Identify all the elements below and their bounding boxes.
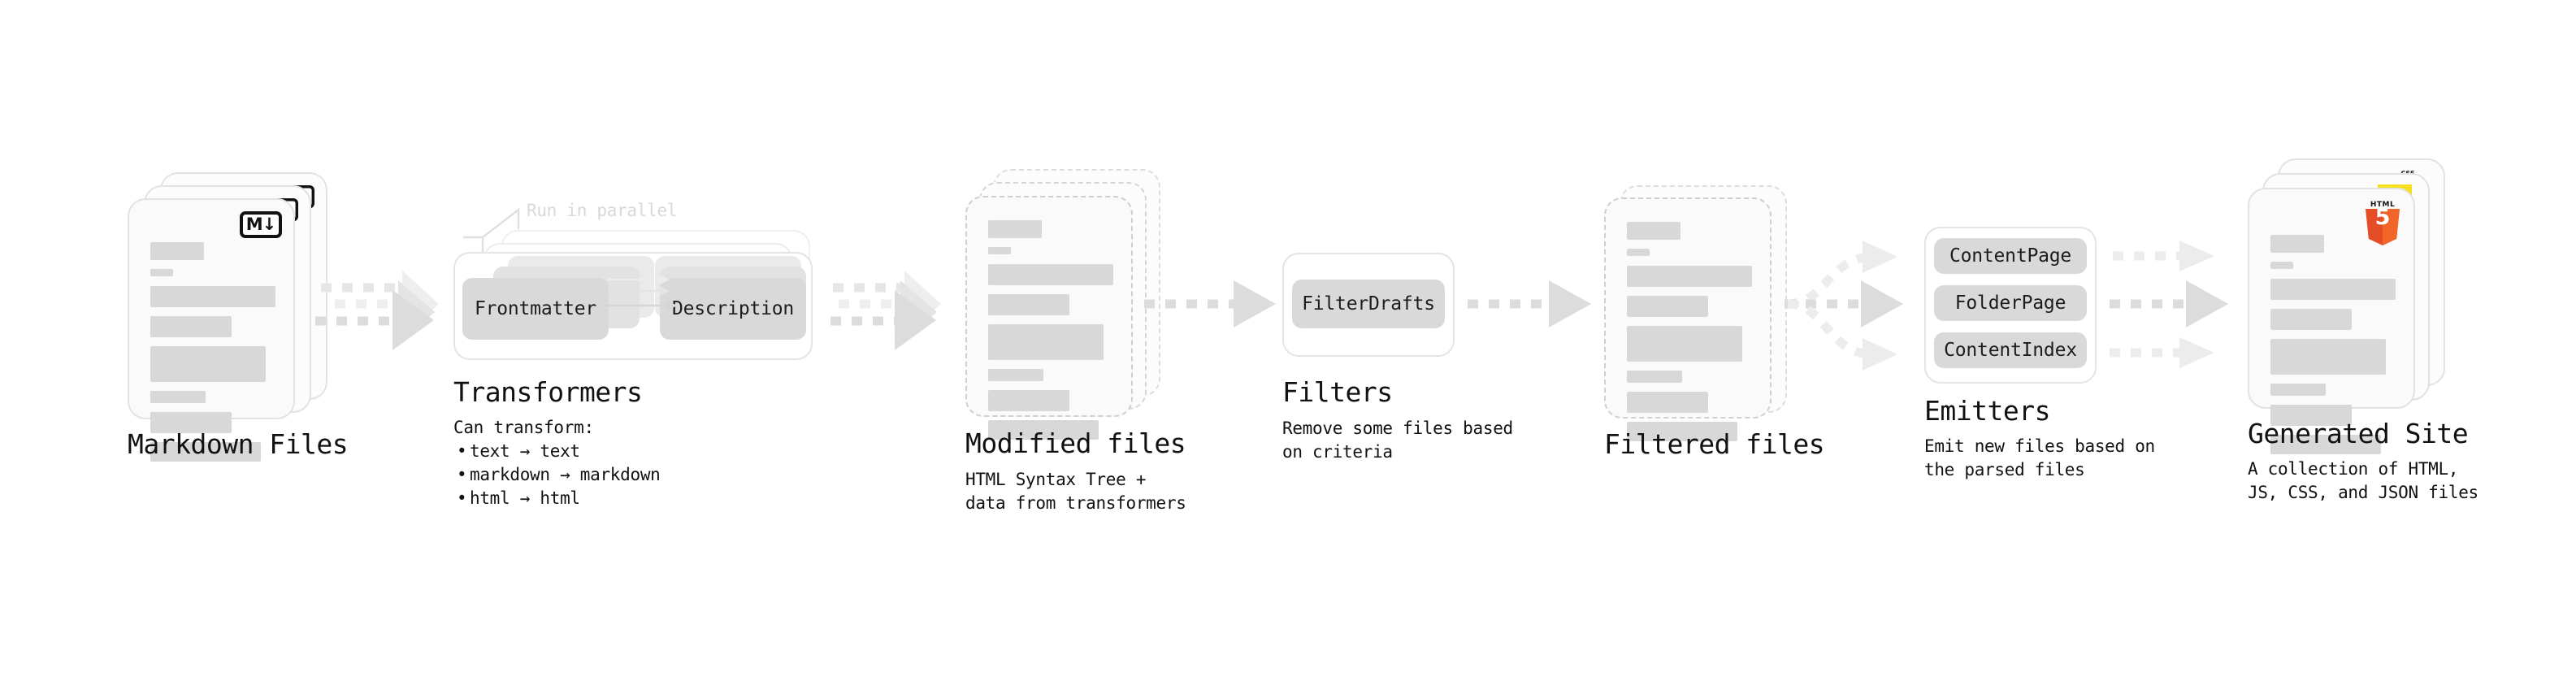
- filtered-card-front[interactable]: [1604, 197, 1772, 441]
- filters-pill-filterdrafts[interactable]: FilterDrafts: [1292, 280, 1445, 328]
- filters-subtitle: Remove some files based on criteria: [1282, 417, 1559, 464]
- stage-title-filtered-files: Filtered files: [1604, 428, 1825, 460]
- transformer-pill-frontmatter[interactable]: Frontmatter: [462, 278, 609, 340]
- markdown-card-front[interactable]: M↓: [128, 198, 295, 462]
- run-in-parallel-label: Run in parallel: [527, 201, 678, 220]
- html5-icon-shield: [2366, 209, 2400, 245]
- transformers-subtitle-heading: Can transform:: [453, 418, 594, 437]
- subtitle-line: HTML Syntax Tree +: [965, 470, 1147, 489]
- transformer-pill-description[interactable]: Description: [660, 278, 806, 340]
- stage-title-markdown-files: Markdown Files: [128, 428, 349, 460]
- site-card-front[interactable]: HTML 5: [2248, 188, 2415, 454]
- list-item: html → html: [453, 487, 730, 510]
- subtitle-line: the parsed files: [1924, 460, 2085, 479]
- modified-files-subtitle: HTML Syntax Tree + data from transformer…: [965, 468, 1225, 515]
- skeleton-lines: [150, 242, 275, 471]
- skeleton-lines: [988, 220, 1113, 449]
- markdown-badge-icon: M↓: [240, 211, 282, 238]
- subtitle-line: on criteria: [1282, 442, 1393, 462]
- subtitle-line: data from transformers: [965, 493, 1186, 513]
- stage-title-modified-files: Modified files: [965, 427, 1186, 459]
- skeleton-lines: [2270, 235, 2396, 463]
- skeleton-lines: [1627, 222, 1752, 450]
- emitters-subtitle: Emit new files based on the parsed files: [1924, 435, 2201, 482]
- stage-title-transformers: Transformers: [453, 376, 643, 408]
- subtitle-line: A collection of HTML,: [2248, 459, 2459, 479]
- transformers-subtitle: Can transform: text → text markdown → ma…: [453, 416, 730, 510]
- modified-card-front[interactable]: [965, 196, 1133, 440]
- emitters-pill-contentpage[interactable]: ContentPage: [1934, 238, 2087, 274]
- subtitle-line: Emit new files based on: [1924, 436, 2155, 456]
- html5-icon-label: HTML: [2370, 201, 2396, 209]
- stage-title-filters: Filters: [1282, 376, 1393, 408]
- generated-site-subtitle: A collection of HTML, JS, CSS, and JSON …: [2248, 458, 2524, 505]
- subtitle-line: JS, CSS, and JSON files: [2248, 483, 2478, 502]
- stage-title-generated-site: Generated Site: [2248, 418, 2469, 449]
- transformers-capability-list: text → text markdown → markdown html → h…: [453, 440, 730, 510]
- list-item: markdown → markdown: [453, 463, 730, 487]
- stage-title-emitters: Emitters: [1924, 395, 2050, 427]
- subtitle-line: Remove some files based: [1282, 419, 1513, 438]
- list-item: text → text: [453, 440, 730, 463]
- html5-icon: HTML 5: [2365, 201, 2400, 246]
- emitters-pill-folderpage[interactable]: FolderPage: [1934, 285, 2087, 321]
- html5-icon-number: 5: [2374, 205, 2391, 230]
- emitters-pill-contentindex[interactable]: ContentIndex: [1934, 332, 2087, 368]
